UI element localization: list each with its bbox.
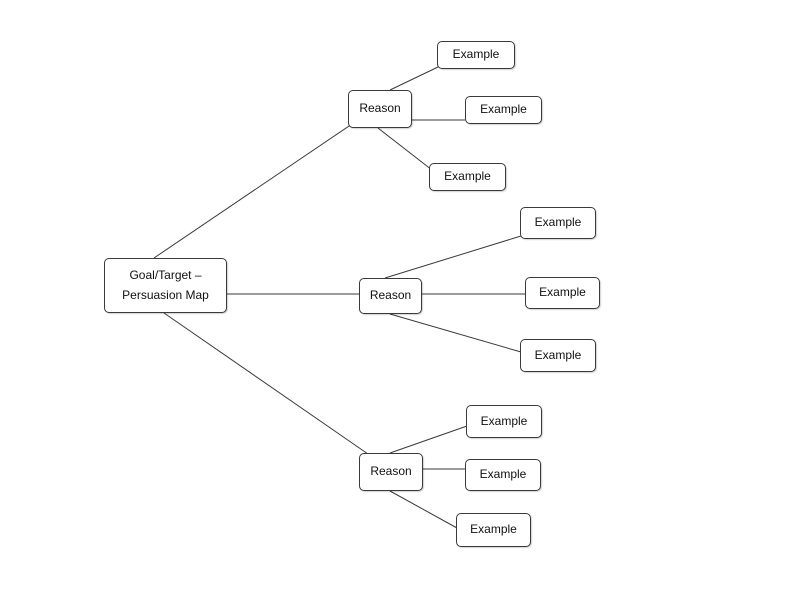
example-node-1-3: Example: [429, 163, 506, 191]
example-node-3-3: Example: [456, 513, 531, 547]
connector-reason-2-example-3: [389, 313, 522, 353]
example-node-3-1: Example: [466, 405, 542, 438]
connector-reason-1-example-1: [389, 66, 439, 91]
connector-reason-2-example-1: [384, 235, 522, 279]
example-node-2-2: Example: [525, 277, 600, 309]
goal-target-label-line-1: Goal/Target –: [129, 268, 202, 283]
connector-root-reason-3: [163, 312, 369, 455]
example-node-1-2: Example: [465, 96, 542, 124]
example-node-3-2: Example: [465, 459, 541, 491]
example-node-2-1: Example: [520, 207, 596, 239]
reason-node-1: Reason: [348, 90, 412, 128]
connector-reason-3-example-1: [389, 425, 468, 454]
goal-target-label-line-2: Persuasion Map: [122, 287, 209, 302]
reason-node-3: Reason: [359, 453, 423, 491]
goal-target-node: Goal/Target – Persuasion Map: [104, 258, 227, 313]
reason-node-2: Reason: [359, 278, 422, 314]
connector-reason-1-example-3: [377, 127, 433, 171]
connector-reason-3-example-3: [389, 490, 458, 529]
connector-root-reason-1: [153, 123, 353, 259]
example-node-1-1: Example: [437, 41, 515, 69]
example-node-2-3: Example: [520, 339, 596, 372]
